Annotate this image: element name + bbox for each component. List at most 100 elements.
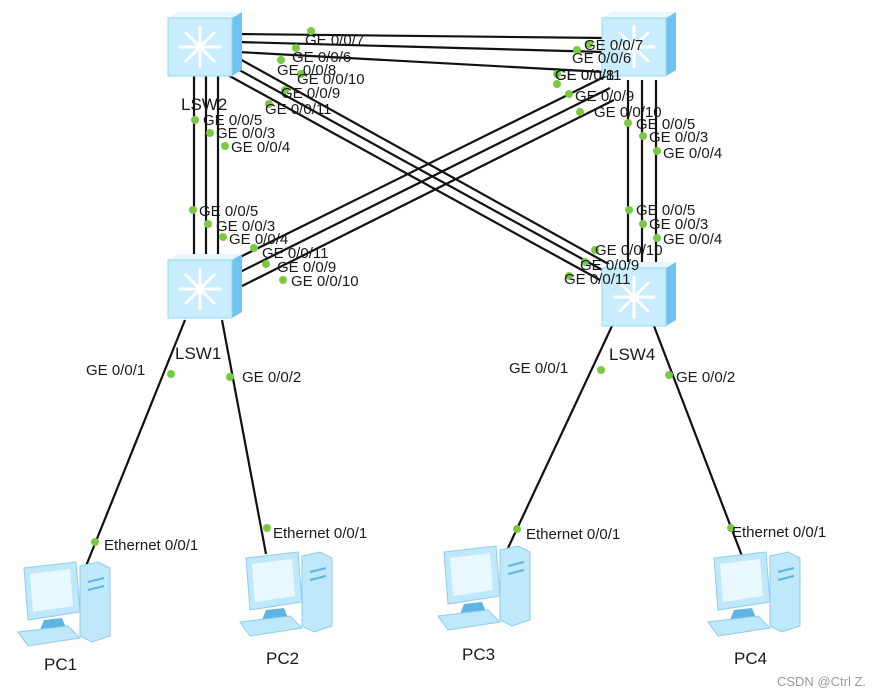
port-label: GE 0/0/5 bbox=[203, 112, 262, 129]
pc-icon bbox=[437, 545, 531, 631]
port-label: Ethernet 0/0/1 bbox=[104, 537, 198, 554]
lsw2-label: LSW2 bbox=[181, 95, 227, 114]
port-dot bbox=[91, 538, 99, 546]
port-dot bbox=[565, 272, 573, 280]
pc4 bbox=[707, 551, 801, 637]
pc3-label: PC3 bbox=[462, 645, 495, 664]
pc2-label: PC2 bbox=[266, 649, 299, 668]
port-label: GE 0/0/2 bbox=[242, 369, 301, 386]
port-dot bbox=[307, 27, 315, 35]
link-lsw2-lsw3 bbox=[237, 32, 605, 40]
port-label: GE 0/0/4 bbox=[663, 231, 722, 248]
link-lsw2-lsw4 bbox=[225, 73, 601, 281]
port-label: GE 0/0/6 bbox=[292, 49, 351, 66]
port-label: GE 0/0/4 bbox=[663, 145, 722, 162]
port-label: GE 0/0/11 bbox=[555, 67, 621, 84]
port-dot bbox=[565, 90, 573, 98]
port-label: GE 0/0/3 bbox=[649, 216, 708, 233]
port-dot bbox=[265, 100, 273, 108]
port-label: GE 0/0/5 bbox=[636, 116, 695, 133]
port-label: Ethernet 0/0/1 bbox=[526, 526, 620, 543]
port-label: GE 0/0/8 bbox=[277, 62, 336, 79]
port-dot bbox=[281, 86, 289, 94]
link-lsw2-lsw4 bbox=[237, 57, 613, 267]
port-dot bbox=[292, 44, 300, 52]
port-label: GE 0/0/10 bbox=[594, 104, 662, 121]
port-dot bbox=[204, 220, 212, 228]
port-dot bbox=[597, 366, 605, 374]
port-label: GE 0/0/11 bbox=[262, 245, 328, 262]
port-label: GE 0/0/10 bbox=[297, 71, 365, 88]
port-dot bbox=[553, 70, 561, 78]
port-dots-layer bbox=[91, 27, 735, 546]
port-label: GE 0/0/7 bbox=[584, 37, 643, 54]
port-label: GE 0/0/3 bbox=[216, 218, 275, 235]
link-lsw3-lsw1 bbox=[241, 99, 615, 287]
link-lsw4-pc4 bbox=[652, 325, 744, 557]
lsw4-label: LSW4 bbox=[609, 345, 655, 364]
port-dot bbox=[653, 234, 661, 242]
port-dot bbox=[263, 524, 271, 532]
port-label: GE 0/0/9 bbox=[580, 257, 639, 274]
port-dot bbox=[219, 233, 227, 241]
port-dot bbox=[189, 206, 197, 214]
port-label: GE 0/0/7 bbox=[305, 32, 364, 49]
pc3 bbox=[437, 545, 531, 631]
port-dot bbox=[581, 258, 589, 266]
port-label: GE 0/0/11 bbox=[564, 271, 630, 288]
link-lsw3-lsw1 bbox=[229, 75, 607, 263]
port-dot bbox=[250, 244, 258, 252]
link-lsw2-lsw3 bbox=[237, 40, 605, 54]
link-lsw4-pc3 bbox=[507, 325, 613, 549]
port-dot bbox=[167, 370, 175, 378]
port-label: GE 0/0/3 bbox=[649, 129, 708, 146]
pc1 bbox=[17, 561, 111, 647]
port-label: GE 0/0/9 bbox=[575, 88, 634, 105]
switch-icon bbox=[167, 12, 242, 77]
port-dot bbox=[665, 371, 673, 379]
port-label: GE 0/0/9 bbox=[277, 259, 336, 276]
watermark: CSDN @Ctrl Z. bbox=[777, 674, 866, 689]
links-layer bbox=[84, 32, 744, 567]
port-label: GE 0/0/6 bbox=[572, 50, 631, 67]
port-dot bbox=[639, 132, 647, 140]
port-label: GE 0/0/4 bbox=[229, 231, 288, 248]
port-dot bbox=[624, 119, 632, 127]
port-dot bbox=[226, 373, 234, 381]
port-label: GE 0/0/9 bbox=[281, 85, 340, 102]
port-label: GE 0/0/5 bbox=[636, 202, 695, 219]
port-dot bbox=[262, 260, 270, 268]
port-dot bbox=[585, 40, 593, 48]
port-dot bbox=[191, 116, 199, 124]
port-label: GE 0/0/2 bbox=[676, 369, 735, 386]
lsw1-switch bbox=[167, 254, 242, 319]
port-dot bbox=[727, 524, 735, 532]
port-label: GE 0/0/8 bbox=[555, 67, 614, 84]
lsw3-switch bbox=[601, 12, 676, 77]
link-lsw1-pc2 bbox=[220, 319, 268, 555]
devices-layer bbox=[17, 12, 801, 647]
lsw4-switch bbox=[601, 262, 676, 327]
link-lsw2-lsw3 bbox=[237, 50, 605, 74]
switch-icon bbox=[601, 262, 676, 327]
pc-icon bbox=[239, 551, 333, 637]
port-label: GE 0/0/10 bbox=[595, 242, 663, 259]
link-lsw3-lsw1 bbox=[235, 87, 611, 275]
port-label: GE 0/0/3 bbox=[216, 125, 275, 142]
port-dot bbox=[513, 525, 521, 533]
lsw2-switch bbox=[167, 12, 242, 77]
port-label: GE 0/0/4 bbox=[231, 139, 290, 156]
port-dot bbox=[553, 80, 561, 88]
pc-icon bbox=[17, 561, 111, 647]
port-label: GE 0/0/1 bbox=[86, 362, 145, 379]
port-dot bbox=[639, 220, 647, 228]
port-dot bbox=[297, 70, 305, 78]
link-lsw1-pc1 bbox=[84, 319, 187, 567]
port-dot bbox=[279, 276, 287, 284]
port-dot bbox=[221, 142, 229, 150]
port-label: GE 0/0/10 bbox=[291, 273, 359, 290]
port-dot bbox=[573, 46, 581, 54]
pc1-label: PC1 bbox=[44, 655, 77, 674]
